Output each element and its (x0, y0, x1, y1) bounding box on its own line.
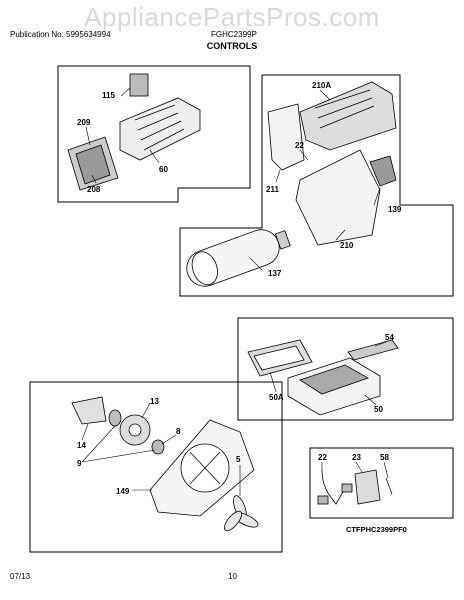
control-box-parts (247, 339, 399, 416)
callout-139: 139 (388, 205, 402, 214)
panel-control-box (237, 317, 454, 421)
panel-filter-cover (57, 65, 251, 203)
filter-cover-parts (67, 73, 201, 191)
callout-149: 149 (116, 487, 130, 496)
page-number: 10 (228, 572, 237, 581)
callout-22-kit: 22 (318, 453, 327, 462)
callout-115: 115 (102, 91, 115, 100)
diagram-code: CTFPHC2399PF0 (346, 525, 407, 534)
callout-54: 54 (385, 333, 394, 342)
callout-5: 5 (236, 455, 241, 464)
callout-50: 50 (374, 405, 383, 414)
watermark: AppliancePartsPros.com (84, 2, 380, 32)
callout-210A: 210A (312, 81, 331, 90)
wiring-kit-parts (317, 469, 393, 505)
publication-number: Publication No: 5995634994 (10, 30, 111, 39)
callout-211: 211 (266, 185, 279, 194)
callout-23: 23 (352, 453, 361, 462)
panel-wiring-kit (309, 447, 454, 519)
callout-13: 13 (150, 397, 159, 406)
callout-labels: 115 209 60 208 210A 22 211 139 210 137 5… (77, 81, 407, 534)
callout-9: 9 (77, 459, 82, 468)
filter-housing-parts (186, 81, 397, 287)
callout-209: 209 (77, 118, 91, 127)
page-title: CONTROLS (206, 41, 258, 51)
callout-leaders (81, 87, 389, 496)
callout-22-housing: 22 (295, 141, 304, 150)
callout-14: 14 (77, 441, 86, 450)
callout-50A: 50A (269, 393, 284, 402)
callout-60: 60 (159, 165, 168, 174)
panel-fan-assembly (29, 381, 283, 553)
callout-8: 8 (176, 427, 181, 436)
model-number: FGHC2399P (211, 30, 257, 39)
callout-208: 208 (87, 185, 101, 194)
callout-58: 58 (380, 453, 389, 462)
footer-date: 07/13 (10, 572, 31, 581)
callout-137: 137 (268, 269, 282, 278)
callout-210: 210 (340, 241, 354, 250)
panel-filter-housing (179, 74, 454, 297)
fan-assembly-parts (71, 396, 259, 532)
